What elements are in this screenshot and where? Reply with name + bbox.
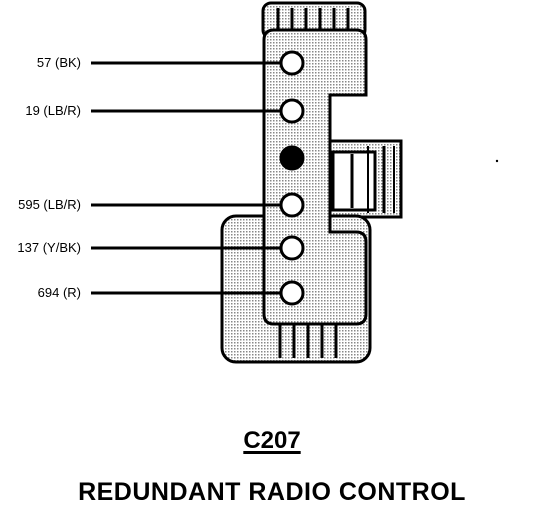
connector-name: REDUNDANT RADIO CONTROL <box>78 478 466 506</box>
pin-5 <box>91 235 305 261</box>
pin-4 <box>91 192 305 218</box>
wire-label: 137 (Y/BK) <box>17 240 81 255</box>
pin-cavity <box>279 192 305 218</box>
connector-id: C207 <box>243 427 301 454</box>
side-latch <box>323 139 403 219</box>
wire-label: 694 (R) <box>37 285 81 300</box>
pin-cavity <box>279 98 305 124</box>
pin-cavity <box>279 235 305 261</box>
wire-label: 19 (LB/R) <box>25 103 81 118</box>
pin-cavity <box>279 50 305 76</box>
pin-6 <box>91 280 305 306</box>
stray-dot <box>495 159 499 163</box>
wire-label: 57 (BK) <box>36 55 81 70</box>
wire-label: 595 (LB/R) <box>18 197 81 212</box>
pin-1 <box>91 50 305 76</box>
pin-3 <box>279 145 305 171</box>
pin-2 <box>91 98 305 124</box>
pins-layer <box>91 50 305 306</box>
pin-cavity <box>279 280 305 306</box>
plugged-cavity <box>279 145 305 171</box>
